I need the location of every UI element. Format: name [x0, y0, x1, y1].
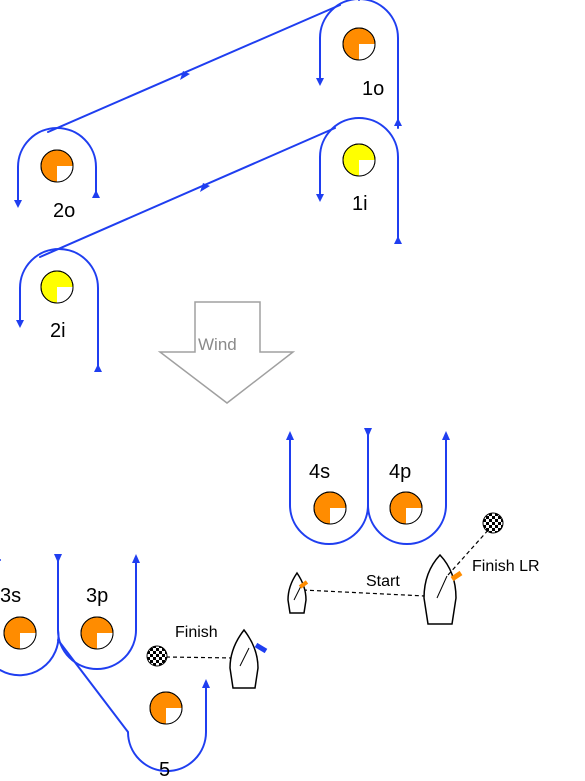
finish-line — [165, 656, 236, 659]
course-line-inner-1i — [319, 117, 399, 239]
label-2o: 2o — [53, 200, 75, 222]
start-pin-boat — [287, 571, 309, 614]
start-line — [302, 589, 426, 597]
arrow-2i-up — [94, 364, 102, 372]
arrow-3-center-down — [54, 554, 62, 563]
label-2i: 2i — [50, 320, 66, 342]
course-line-inner-2i — [19, 248, 99, 371]
finish-mark — [146, 645, 168, 667]
course-arrows — [14, 71, 450, 688]
arrow-1o-up — [394, 118, 402, 126]
mark-5 — [149, 691, 183, 725]
course-lines — [0, 0, 447, 772]
label-1i: 1i — [352, 193, 368, 215]
arrow-leg-2 — [200, 183, 210, 192]
label-3s: 3s — [0, 585, 21, 607]
finish-committee-boat — [229, 628, 268, 689]
finish-lr-mark — [482, 512, 504, 534]
arrow-2o-up — [92, 190, 100, 198]
course-line-1o-to-2o — [47, 4, 341, 133]
arrow-1i-up — [394, 236, 402, 244]
mark-2i — [40, 270, 74, 304]
wind-arrow: Wind — [157, 301, 296, 404]
finish-label: Finish — [175, 624, 218, 641]
label-1o: 1o — [362, 78, 384, 100]
arrow-2o-down — [14, 200, 22, 208]
course-line-1i-to-2i — [39, 127, 336, 258]
finish-lr-label: Finish LR — [472, 558, 540, 575]
course-line-to-5 — [57, 639, 207, 772]
arrow-leg-1 — [180, 71, 190, 80]
mark-1i — [342, 143, 376, 177]
arrow-1o-down — [316, 78, 324, 86]
arrow-5-up — [202, 679, 210, 688]
arrow-4s-up — [286, 431, 294, 440]
mark-4p — [389, 491, 423, 525]
arrow-4-center-down — [364, 428, 372, 437]
label-3p: 3p — [86, 585, 108, 607]
arrow-4p-up — [442, 431, 450, 440]
label-4p: 4p — [389, 461, 411, 483]
mark-3p — [80, 616, 114, 650]
finish-lr-line — [447, 527, 491, 576]
mark-3s — [3, 616, 37, 650]
wind-label: Wind — [198, 335, 237, 354]
mark-4s — [313, 491, 347, 525]
mark-1o — [342, 27, 376, 61]
start-label: Start — [366, 573, 400, 590]
arrow-2i-down — [16, 320, 24, 328]
checkered-finish-buoy-icon — [146, 645, 168, 667]
course-line-outer-1o — [319, 0, 399, 129]
mark-2o — [40, 149, 74, 183]
arrow-1i-down — [316, 194, 324, 202]
label-4s: 4s — [309, 461, 330, 483]
arrow-3p-up — [132, 554, 140, 563]
course-line-outer-2o — [17, 127, 97, 205]
label-5: 5 — [159, 759, 170, 781]
start-committee-boat — [423, 553, 463, 625]
committee-boat-icon — [423, 553, 457, 625]
checkered-finish-buoy-icon — [482, 512, 504, 534]
